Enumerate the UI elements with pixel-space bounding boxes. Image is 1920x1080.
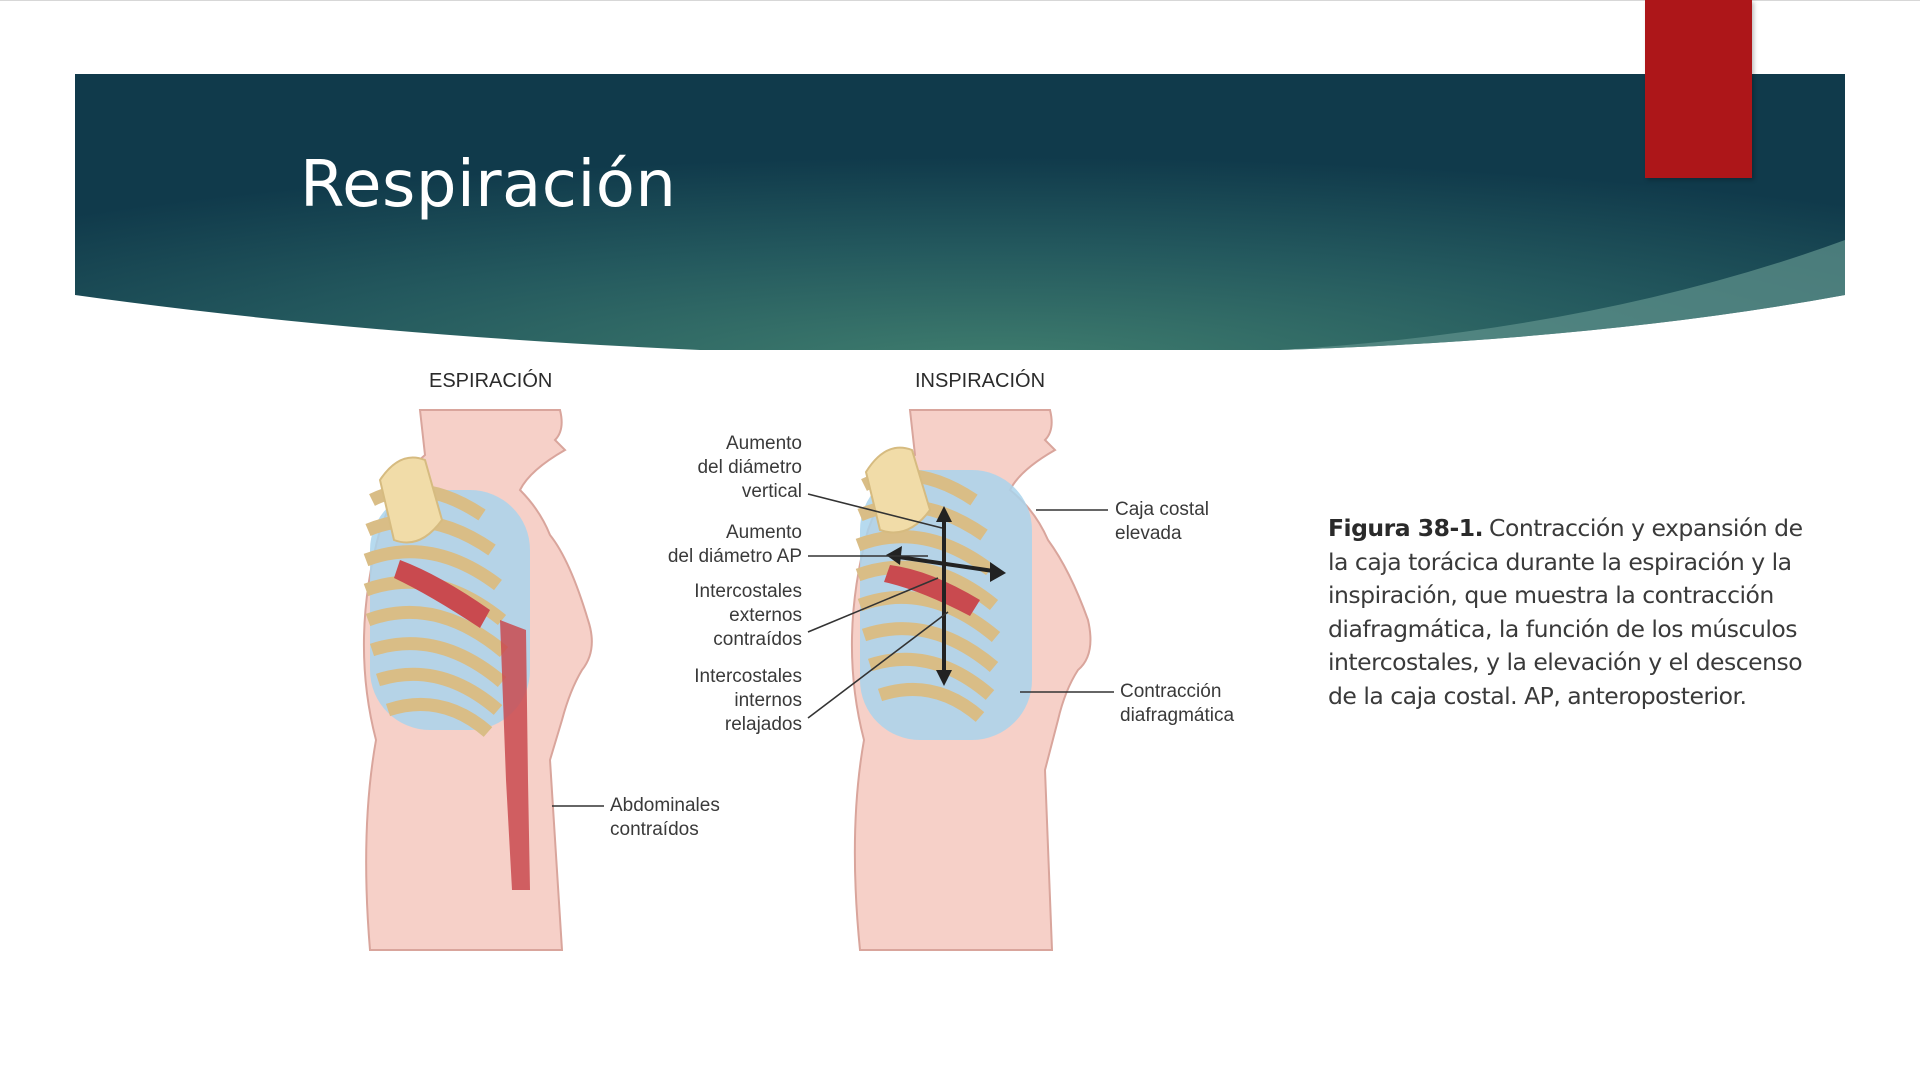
figure-caption: Figura 38-1.Contracción y expansión de l… (1328, 512, 1818, 713)
svg-text:Aumento: Aumento (726, 433, 802, 454)
svg-text:Aumento: Aumento (726, 522, 802, 543)
svg-text:del diámetro AP: del diámetro AP (668, 546, 802, 567)
slide-title: Respiración (300, 148, 677, 222)
svg-text:externos: externos (729, 605, 802, 626)
svg-text:diafragmática: diafragmática (1120, 705, 1234, 726)
red-accent-tab (1645, 0, 1752, 178)
title-banner (75, 74, 1845, 350)
svg-text:Caja costal: Caja costal (1115, 499, 1209, 520)
label-external-intercostals: Intercostales externos contraídos (694, 577, 939, 650)
svg-text:internos: internos (734, 690, 802, 711)
label-abdominals: Abdominales contraídos (552, 795, 720, 840)
caption-label: Figura 38-1. (1328, 514, 1484, 542)
svg-text:Contracción: Contracción (1120, 681, 1221, 702)
svg-text:elevada: elevada (1115, 523, 1182, 544)
svg-text:Intercostales: Intercostales (694, 581, 802, 602)
inspiration-torso (850, 409, 1092, 951)
svg-text:relajados: relajados (725, 714, 802, 735)
svg-text:del diámetro: del diámetro (697, 457, 802, 478)
expiration-heading: ESPIRACIÓN (429, 369, 552, 392)
label-diaphragm-contraction: Contracción diafragmática (1020, 681, 1234, 726)
inspiration-heading: INSPIRACIÓN (915, 369, 1045, 392)
label-ribcage-elevated: Caja costal elevada (1036, 499, 1209, 544)
svg-text:contraídos: contraídos (713, 629, 802, 650)
caption-text: Contracción y expansión de la caja torác… (1328, 514, 1803, 710)
svg-text:contraídos: contraídos (610, 819, 699, 840)
label-internal-intercostals: Intercostales internos relajados (694, 611, 949, 735)
top-border (0, 0, 1920, 1)
svg-text:vertical: vertical (742, 481, 802, 502)
svg-text:Intercostales: Intercostales (694, 666, 802, 687)
label-vertical-diameter: Aumento del diámetro vertical (697, 433, 943, 529)
label-ap-diameter: Aumento del diámetro AP (668, 522, 928, 567)
respiration-figure: ESPIRACIÓN INSPIRACIÓN Aumento del diáme… (330, 369, 1234, 951)
svg-text:Abdominales: Abdominales (610, 795, 720, 816)
expiration-torso (364, 409, 593, 951)
